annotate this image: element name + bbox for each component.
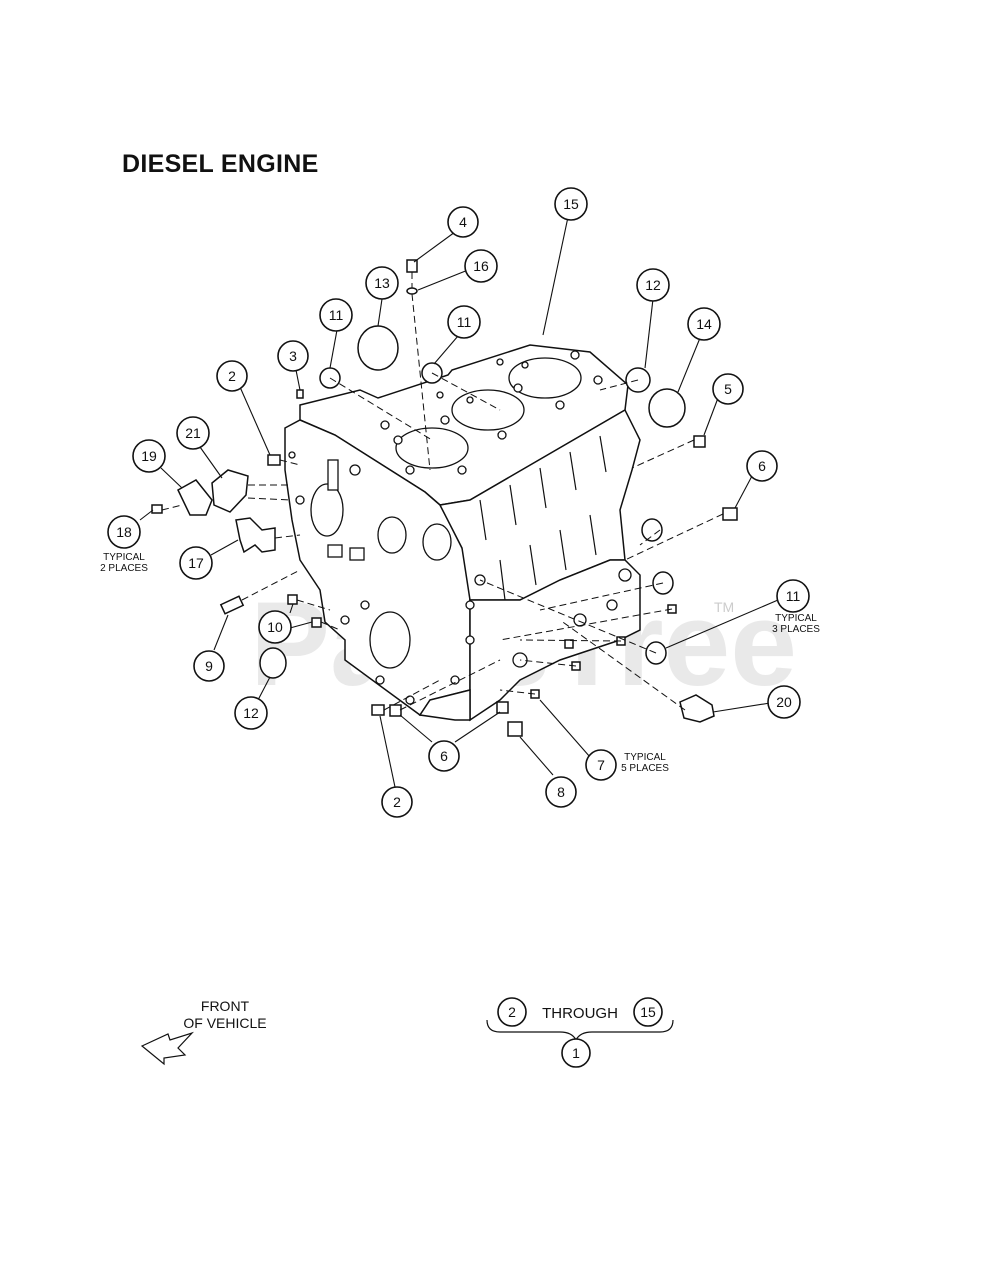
callout-number: 19 — [141, 448, 157, 464]
callout-12[interactable]: 12 — [636, 268, 670, 302]
callout-3[interactable]: 3 — [277, 340, 309, 372]
callout-number: 12 — [243, 705, 259, 721]
callout-6[interactable]: 6 — [428, 740, 460, 772]
callout-number: 16 — [473, 258, 489, 274]
o-ring — [406, 287, 418, 295]
expansion-plug-13 — [357, 325, 399, 371]
callout-note: TYPICAL — [624, 752, 666, 763]
callout-15[interactable]: 15 — [554, 187, 588, 221]
leader-lines — [139, 216, 779, 788]
callout-14[interactable]: 14 — [687, 307, 721, 341]
callout-note: 2 PLACES — [100, 563, 148, 574]
callout-18[interactable]: 18 — [107, 515, 141, 549]
callout-9[interactable]: 9 — [193, 650, 225, 682]
callout-2[interactable]: 2 — [216, 360, 248, 392]
callout-note: TYPICAL — [775, 613, 817, 624]
callout-11[interactable]: 11 — [447, 305, 481, 339]
callout-number: 2 — [393, 794, 401, 810]
front-of-vehicle-legend: FRONT OF VEHICLE — [140, 998, 267, 1066]
callout-range-start[interactable]: 2 — [497, 997, 527, 1027]
callout-11[interactable]: 11 — [776, 579, 810, 613]
callout-17[interactable]: 17 — [179, 546, 213, 580]
callout-number: 11 — [329, 307, 344, 323]
callout-number: 13 — [374, 275, 390, 291]
callout-number: 20 — [776, 694, 792, 710]
explode-lines — [161, 272, 724, 711]
svg-text:1: 1 — [572, 1045, 580, 1061]
callout-number: 8 — [557, 784, 565, 800]
dowel-pin — [406, 259, 418, 273]
callout-number: 2 — [228, 368, 236, 384]
callout-21[interactable]: 21 — [176, 416, 210, 450]
of-vehicle-label: OF VEHICLE — [183, 1015, 266, 1031]
callout-note: 5 PLACES — [621, 763, 669, 774]
callout-note: TYPICAL — [103, 552, 145, 563]
callout-number: 18 — [116, 524, 132, 540]
callout-number: 6 — [440, 748, 448, 764]
svg-text:15: 15 — [640, 1004, 656, 1020]
front-label: FRONT — [201, 998, 250, 1014]
callout-8[interactable]: 8 — [545, 776, 577, 808]
callout-range-end[interactable]: 15 — [633, 997, 663, 1027]
callout-number: 21 — [185, 425, 201, 441]
callout-16[interactable]: 16 — [464, 249, 498, 283]
callout-13[interactable]: 13 — [365, 266, 399, 300]
callout-number: 9 — [205, 658, 213, 674]
assembly-range-legend: 2 THROUGH 15 1 — [486, 997, 674, 1068]
callout-number: 15 — [563, 196, 579, 212]
callout-number: 14 — [696, 316, 712, 332]
svg-text:2: 2 — [508, 1004, 516, 1020]
callout-number: 12 — [645, 277, 661, 293]
callout-12[interactable]: 12 — [234, 696, 268, 730]
callout-11[interactable]: 11 — [319, 298, 353, 332]
callout-assembly[interactable]: 1 — [561, 1038, 591, 1068]
callout-number: 10 — [267, 619, 283, 635]
front-arrow-icon — [140, 1031, 195, 1066]
watermark-tm: TM — [714, 599, 734, 615]
callout-number: 11 — [457, 314, 472, 330]
callout-number: 4 — [459, 214, 467, 230]
page-title: DIESEL ENGINE — [122, 150, 319, 178]
callout-number: 5 — [724, 381, 732, 397]
callout-10[interactable]: 10 — [258, 610, 292, 644]
callout-6[interactable]: 6 — [746, 450, 778, 482]
callout-number: 3 — [289, 348, 297, 364]
through-label: THROUGH — [542, 1005, 618, 1022]
callout-number: 17 — [188, 555, 204, 571]
callout-number: 7 — [597, 757, 605, 773]
callout-19[interactable]: 19 — [132, 439, 166, 473]
callout-7[interactable]: 7 — [585, 749, 617, 781]
callout-note: 3 PLACES — [772, 624, 820, 635]
callout-4[interactable]: 4 — [447, 206, 479, 238]
callout-number: 6 — [758, 458, 766, 474]
callout-number: 11 — [786, 588, 801, 604]
callout-2[interactable]: 2 — [381, 786, 413, 818]
callout-20[interactable]: 20 — [767, 685, 801, 719]
callout-5[interactable]: 5 — [712, 373, 744, 405]
